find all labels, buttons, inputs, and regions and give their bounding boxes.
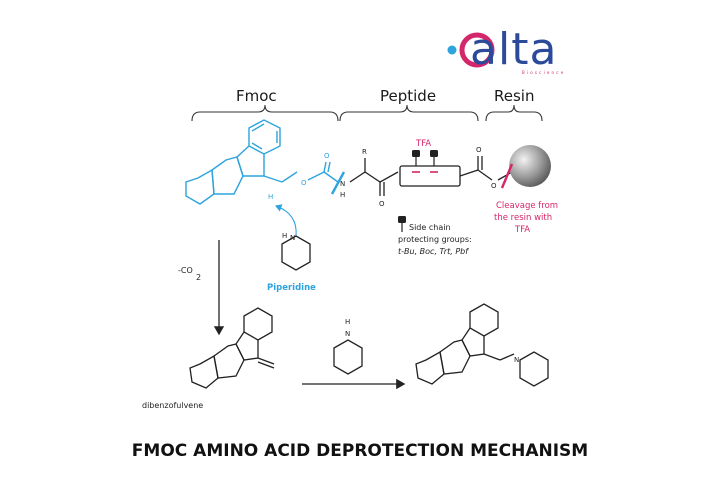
piperidine-label: Piperidine — [267, 283, 316, 293]
dibenzofulvene-label: dibenzofulvene — [142, 401, 203, 410]
company-logo: alta Bioscience — [447, 24, 565, 75]
logo-dot — [447, 45, 457, 55]
carbamate-bond — [307, 161, 339, 183]
piperidine-reagent — [333, 339, 363, 375]
dibenzofulvene-structure — [189, 307, 275, 389]
side-chain-line-3: t-Bu, Boc, Trt, Pbf — [398, 247, 469, 256]
logo-subtitle: Bioscience — [522, 70, 565, 75]
piperidine-structure — [281, 235, 311, 271]
atom-h-acidic: H — [268, 193, 273, 201]
atom-n-amide: N — [340, 180, 345, 188]
logo-wordmark: alta — [470, 24, 557, 75]
atom-o-carbonyl: O — [324, 152, 330, 160]
piperidine-nh: H — [282, 232, 287, 240]
atom-o-resin-ester: O — [491, 182, 497, 190]
resin-bead — [509, 145, 551, 187]
section-label-resin: Resin — [494, 87, 534, 105]
tfa-label: TFA — [415, 139, 431, 149]
section-label-fmoc: Fmoc — [236, 87, 277, 105]
cleavage-line-3: TFA — [514, 225, 530, 235]
co2-subscript: 2 — [196, 273, 201, 282]
cleavage-line-1: Cleavage from — [496, 201, 558, 211]
logo-ring — [459, 32, 495, 68]
atom-o-amide: O — [379, 200, 385, 208]
fulvene-piperidine-adduct — [415, 303, 549, 387]
diagram-title: FMOC AMINO ACID DEPROTECTION MECHANISM — [132, 441, 588, 461]
atom-o-resin-carbonyl: O — [476, 146, 482, 154]
reagent-n: N — [345, 330, 350, 338]
resin-linker-bond — [497, 171, 513, 181]
section-label-peptide: Peptide — [380, 87, 436, 105]
cleavage-line-2: the resin with — [494, 213, 552, 223]
side-chain-line-1: Side chain — [409, 223, 451, 232]
atom-r-group: R — [362, 148, 367, 156]
piperidine-n: N — [290, 234, 295, 242]
side-chain-legend: Side chain protecting groups: t-Bu, Boc,… — [398, 216, 472, 256]
peptide-brace — [339, 104, 479, 122]
fmoc-cleavage-mark — [330, 171, 346, 195]
base-attack-arrow — [274, 204, 297, 237]
section-braces — [191, 104, 543, 122]
peptide-backbone — [349, 156, 493, 196]
fmoc-fluorenyl-structure — [185, 119, 298, 205]
resin-brace — [485, 104, 543, 122]
atom-h-amide: H — [340, 191, 345, 199]
reagent-h: H — [345, 318, 350, 326]
side-chain-line-2: protecting groups: — [398, 235, 472, 244]
protecting-group-markers — [412, 150, 438, 173]
resin-cleavage-mark — [500, 163, 514, 189]
atom-o-ester: O — [301, 179, 307, 187]
fmoc-brace — [191, 104, 339, 122]
adduct-n: N — [514, 356, 519, 364]
co2-label: -CO — [178, 266, 193, 275]
